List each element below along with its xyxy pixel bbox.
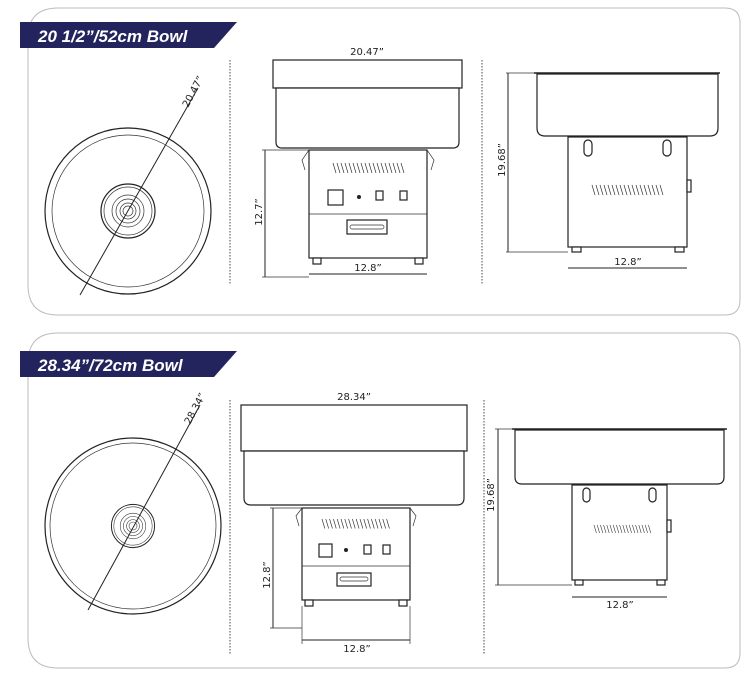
side-height-label: 19.68” — [486, 478, 497, 512]
front-view: 28.34” 12.8” 12.8” — [240, 392, 468, 655]
side-view: 19.68” 12.8” — [497, 72, 720, 269]
side-view: 19.68” 12.8” — [486, 428, 727, 611]
side-base-width-label: 12.8” — [606, 600, 633, 611]
front-height-label: 12.7” — [254, 198, 265, 225]
side-height-label: 19.68” — [497, 143, 508, 177]
title-banner — [20, 22, 237, 48]
panel-72cm-bowl: 28.34”/72cm Bowl 28.34” 28.34” — [20, 332, 741, 669]
front-width-label: 20.47” — [350, 47, 384, 58]
front-base-width-label: 12.8” — [343, 644, 370, 655]
front-base-width-label: 12.8” — [354, 263, 381, 274]
panel-title: 28.34”/72cm Bowl — [37, 356, 184, 375]
panel-title: 20 1/2”/52cm Bowl — [37, 27, 189, 46]
panel-52cm-bowl: 20 1/2”/52cm Bowl 20.47” 20.47” — [20, 7, 741, 316]
side-base-width-label: 12.8” — [614, 257, 641, 268]
front-width-label: 28.34” — [337, 392, 371, 403]
title-banner — [20, 351, 237, 377]
front-view: 20.47” 12.7” 12.8” — [254, 47, 463, 278]
front-height-label: 12.8” — [262, 561, 273, 588]
